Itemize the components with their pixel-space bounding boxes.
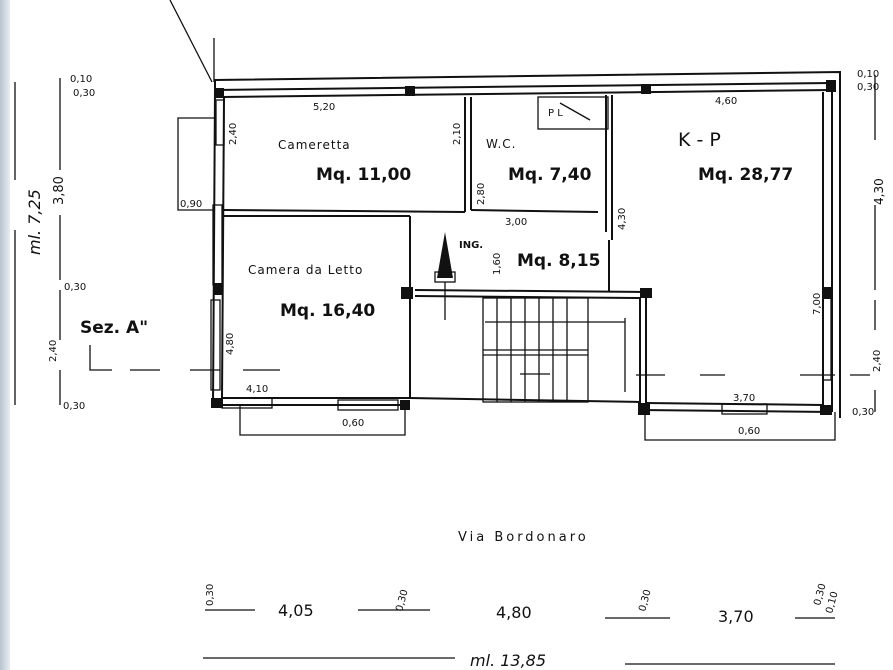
dim-right-seg: 0,30 (852, 407, 874, 418)
dim-bottom-seg: 0,30 (637, 588, 653, 612)
dim-bottom-seg: 0,30 (205, 584, 216, 606)
dimension-lines (14, 75, 876, 665)
dim-left-seg: 2,40 (48, 340, 59, 362)
dim-bottom-seg: 0,10 (824, 590, 840, 614)
dim-kp-width: 4,60 (715, 96, 737, 107)
room-area-cameretta: Mq. 11,00 (316, 165, 411, 185)
dim-right-seg: 0,10 (857, 69, 879, 80)
dim-wc-width: 3,00 (505, 217, 527, 228)
dim-camera-height: 4,80 (225, 333, 236, 355)
dim-bottom-total: ml. 13,85 (470, 651, 546, 670)
dim-kp-height: 7,00 (812, 293, 823, 315)
room-area-camera: Mq. 16,40 (280, 301, 375, 321)
scan-edge (0, 0, 10, 670)
room-name-wc: W.C. (486, 137, 517, 151)
room-name-kp: K - P (678, 129, 721, 151)
room-name-cameretta: Cameretta (278, 138, 351, 152)
dim-bottom-seg: 0,30 (394, 588, 410, 612)
staircase[interactable] (482, 297, 626, 403)
wc-fixture: P L (548, 108, 563, 119)
street-name: Via Bordonaro (458, 530, 589, 545)
dim-window-right: 3,70 (733, 393, 755, 404)
dim-wc-height: 2,80 (476, 183, 487, 205)
pillars (211, 80, 836, 415)
dim-balcony-left: 0,90 (180, 199, 202, 210)
pointer-line (169, 0, 213, 83)
dim-cameretta-width: 5,20 (313, 102, 335, 113)
north-arrow-icon (434, 232, 456, 320)
dim-bottom-seg: 4,80 (496, 603, 532, 622)
dim-kp-side: 4,30 (617, 208, 628, 230)
dim-cameretta-height: 2,40 (228, 123, 239, 145)
dim-bottom-seg: 4,05 (278, 601, 314, 620)
dim-right-seg: 4,30 (872, 178, 886, 205)
interior-walls (223, 95, 647, 403)
room-area-ingresso: Mq. 8,15 (517, 251, 600, 271)
dim-left-seg: 3,80 (52, 176, 67, 205)
section-line (89, 345, 870, 376)
dim-left-seg: 0,10 (70, 74, 92, 85)
room-name-ingresso: ING. (459, 240, 483, 251)
outer-walls (212, 70, 841, 418)
dim-balcony-bottom-right: 0,60 (738, 426, 760, 437)
section-label: Sez. A" (80, 318, 148, 338)
dim-right-seg: 2,40 (872, 350, 883, 372)
balconies (177, 99, 836, 441)
dim-left-seg: 0,30 (64, 282, 86, 293)
room-area-kp: Mq. 28,77 (698, 165, 793, 185)
room-name-camera: Camera da Letto (248, 263, 363, 277)
dim-balcony-bottom-left: 0,60 (342, 418, 364, 429)
dim-camera-width: 4,10 (246, 384, 268, 395)
dim-left-seg: 0,30 (63, 401, 85, 412)
dim-right-seg: 0,30 (857, 82, 879, 93)
dim-ingresso-depth: 1,60 (492, 253, 503, 275)
dim-left-total: ml. 7,25 (25, 189, 44, 255)
room-area-wc: Mq. 7,40 (508, 165, 592, 185)
dim-left-seg: 0,30 (73, 88, 95, 99)
dim-wc-top: 2,10 (452, 123, 463, 145)
dim-bottom-seg: 3,70 (718, 607, 754, 626)
